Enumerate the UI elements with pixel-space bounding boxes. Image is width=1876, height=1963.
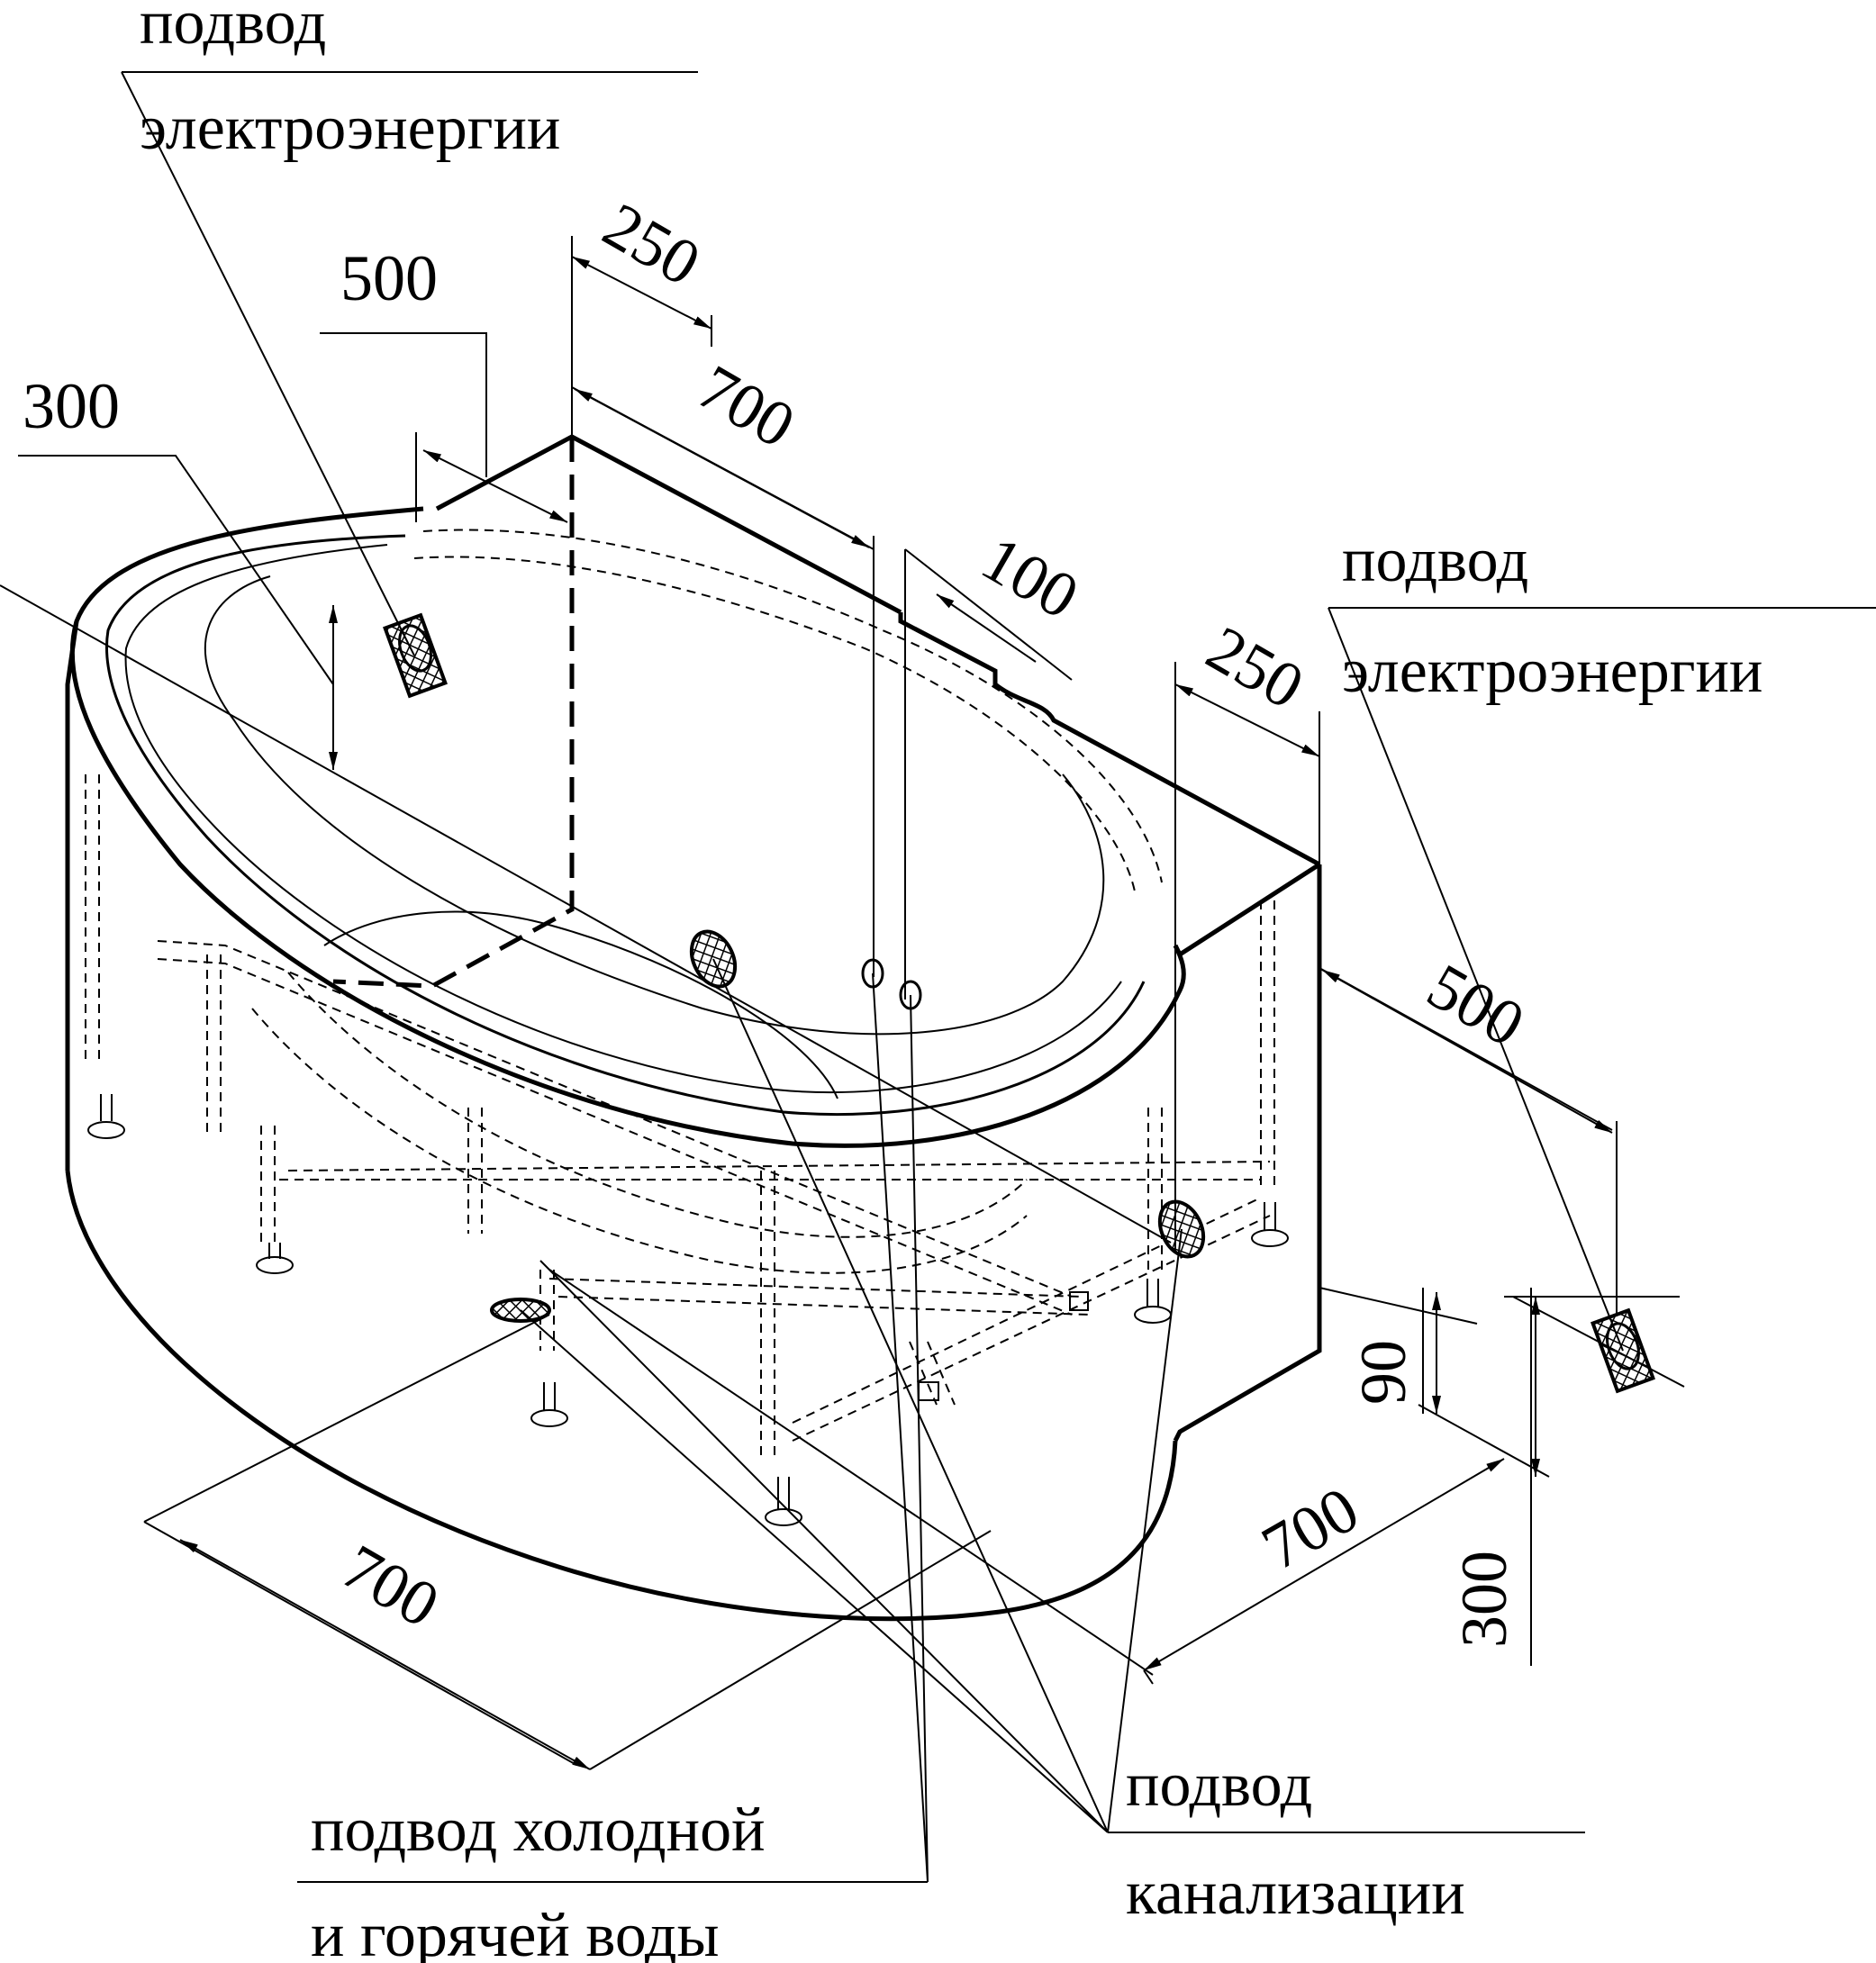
- power-right-label-1: подвод: [1342, 526, 1528, 595]
- water-label-2: и горячей воды: [311, 1901, 720, 1963]
- dim-700-right: 700: [1250, 1473, 1371, 1584]
- power-top-label-2: электроэнергии: [140, 94, 560, 163]
- dim-250-top: 250: [592, 189, 712, 300]
- water-label-1: подвод холодной: [311, 1796, 766, 1865]
- support-frame: [85, 774, 1289, 1526]
- power-top-label-1: подвод: [140, 0, 326, 58]
- dim-500-top: 500: [340, 242, 438, 314]
- sewer-label-1: подвод: [1126, 1750, 1312, 1820]
- dim-700-bottom: 700: [331, 1531, 451, 1642]
- dimension-values: 250 500 300 700 100 250 500 90 700 300 7…: [23, 189, 1536, 1648]
- dim-250-right: 250: [1195, 612, 1316, 723]
- bathtub-body: [65, 434, 1322, 1622]
- power-right-label-2: электроэнергии: [1342, 637, 1763, 706]
- dim-100: 100: [970, 522, 1091, 633]
- dim-90: 90: [1347, 1340, 1419, 1405]
- sewer-label-2: канализации: [1126, 1859, 1465, 1928]
- dim-300-left: 300: [23, 370, 120, 442]
- dim-700-top: 700: [686, 351, 807, 462]
- power-outlet-left: [383, 612, 448, 699]
- dim-500-right: 500: [1416, 950, 1536, 1061]
- water-pipes: [861, 958, 922, 1010]
- dim-300-right: 300: [1448, 1551, 1520, 1648]
- dimension-lines: [0, 236, 1685, 1770]
- leader-lines: [121, 71, 1876, 1883]
- annotation-labels: подвод электроэнергии подвод электроэнер…: [140, 0, 1763, 1963]
